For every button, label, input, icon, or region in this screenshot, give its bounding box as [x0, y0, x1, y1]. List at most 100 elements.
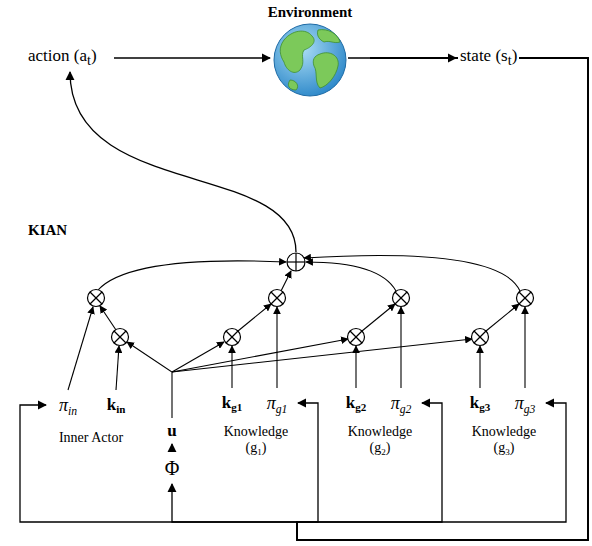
- subscript: g2: [400, 403, 412, 416]
- box-rect: [159, 452, 185, 484]
- text-holder: πg2: [380, 388, 422, 418]
- globe-illustration: [274, 24, 346, 96]
- text-holder: kin: [98, 390, 134, 420]
- subscript: 3: [505, 447, 510, 457]
- text-part: k: [107, 395, 116, 414]
- subscript: 2: [381, 447, 386, 457]
- subscript: in: [68, 405, 77, 418]
- subscript: g1: [276, 403, 288, 416]
- box-rect: [160, 418, 184, 444]
- text-holder: KIAN: [28, 221, 98, 239]
- node-text: Environment: [268, 4, 353, 20]
- box-rect: [10, 197, 582, 546]
- key-box: kg2: [338, 388, 374, 418]
- text-holder: Environment: [250, 2, 370, 22]
- text-part: ): [262, 440, 267, 455]
- output-arrow: [70, 72, 296, 252]
- box-rect: [462, 388, 498, 418]
- node-text: kg3: [470, 393, 491, 412]
- box-rect: [98, 390, 134, 420]
- knowledge-box: Knowledge (g1) kg1 πg1: [206, 378, 306, 462]
- feedback-arrow: [297, 58, 588, 540]
- node-text: kg2: [346, 393, 367, 412]
- flow-arrow: [171, 444, 172, 452]
- box-rect: [206, 378, 306, 462]
- text-holder: πin: [46, 390, 90, 420]
- text-part: state (s: [460, 46, 508, 65]
- key-box: kg1: [214, 388, 250, 418]
- internal-wires: [68, 255, 525, 418]
- feedback-arrow: [297, 58, 588, 540]
- text-part: k: [346, 393, 355, 412]
- text-part: π: [391, 393, 400, 413]
- node-text: Knowledge (g1): [224, 424, 289, 455]
- feedback-arrow: [20, 58, 588, 540]
- text-holder: Knowledge (g1): [216, 424, 296, 456]
- node-text: Inner Actor: [59, 430, 123, 445]
- inner-actor-box: Inner Actorπinkin: [36, 378, 146, 462]
- box-outline: [10, 197, 582, 546]
- text-part: Knowledge (g: [472, 424, 537, 455]
- box-rect: [214, 388, 250, 418]
- node-text: πin: [59, 395, 77, 415]
- text-part: k: [470, 393, 479, 412]
- sum-symbol: [287, 253, 305, 271]
- environment: Environment: [250, 2, 370, 100]
- policy-box: πg2: [380, 388, 422, 418]
- text-holder: u: [160, 418, 184, 444]
- text-holder: kg3: [462, 388, 498, 418]
- text-part: action (a: [28, 46, 87, 65]
- text-part: Knowledge (g: [348, 424, 413, 455]
- knowledge-box: Knowledge (g3)kg3πg3: [454, 378, 554, 462]
- box-rect: [330, 378, 430, 462]
- node-text: KIAN: [28, 222, 67, 238]
- knowledge-box: Knowledge (g2)kg2πg2: [330, 378, 430, 462]
- text-holder: Inner Actor: [36, 430, 146, 446]
- subscript: g3: [524, 403, 536, 416]
- text-holder: Φ: [159, 452, 185, 484]
- subscript: g2: [355, 401, 366, 413]
- node-text: Φ: [165, 457, 180, 479]
- policy-box: πg1: [256, 388, 298, 418]
- text-part: π: [59, 395, 68, 415]
- text-part: ): [386, 440, 391, 455]
- box-rect: [454, 378, 554, 462]
- box-rect: [46, 390, 90, 420]
- box-rect: [338, 388, 374, 418]
- text-part: ): [510, 440, 515, 455]
- text-part: ): [512, 46, 518, 65]
- box-rect: [36, 378, 146, 462]
- subscript: g1: [231, 401, 242, 413]
- subscript: g3: [479, 401, 490, 413]
- box-rect: [256, 388, 298, 418]
- subscript: t: [87, 52, 91, 68]
- text-holder: kg1: [214, 388, 250, 418]
- node-text: u: [167, 421, 176, 440]
- policy-box: πin: [46, 390, 90, 420]
- action-label: action (at): [26, 46, 99, 69]
- key-box: kin: [98, 390, 134, 420]
- box-outline: [36, 378, 146, 462]
- node-text: kg1: [222, 393, 243, 412]
- node-text: πg2: [391, 393, 412, 413]
- feedback-arrow: [297, 58, 588, 540]
- text-part: ): [91, 46, 97, 65]
- embedding-box: u: [160, 418, 184, 444]
- text-holder: Knowledge (g3): [464, 424, 544, 456]
- text-holder: Knowledge (g2): [340, 424, 420, 456]
- encoder-box: Φ: [159, 452, 185, 484]
- box-rect: [380, 388, 422, 418]
- box-rect: [504, 388, 546, 418]
- text-part: Knowledge (g: [224, 424, 289, 455]
- subscript: 1: [257, 447, 262, 457]
- key-box: kg3: [462, 388, 498, 418]
- product-symbols: [88, 290, 534, 346]
- action-arrow: [114, 57, 270, 58]
- text-holder: kg2: [338, 388, 374, 418]
- node-text: Knowledge (g3): [472, 424, 537, 455]
- node-text: kin: [107, 395, 126, 414]
- state-label: state (st): [458, 46, 519, 69]
- feedback-arrow: [172, 58, 588, 540]
